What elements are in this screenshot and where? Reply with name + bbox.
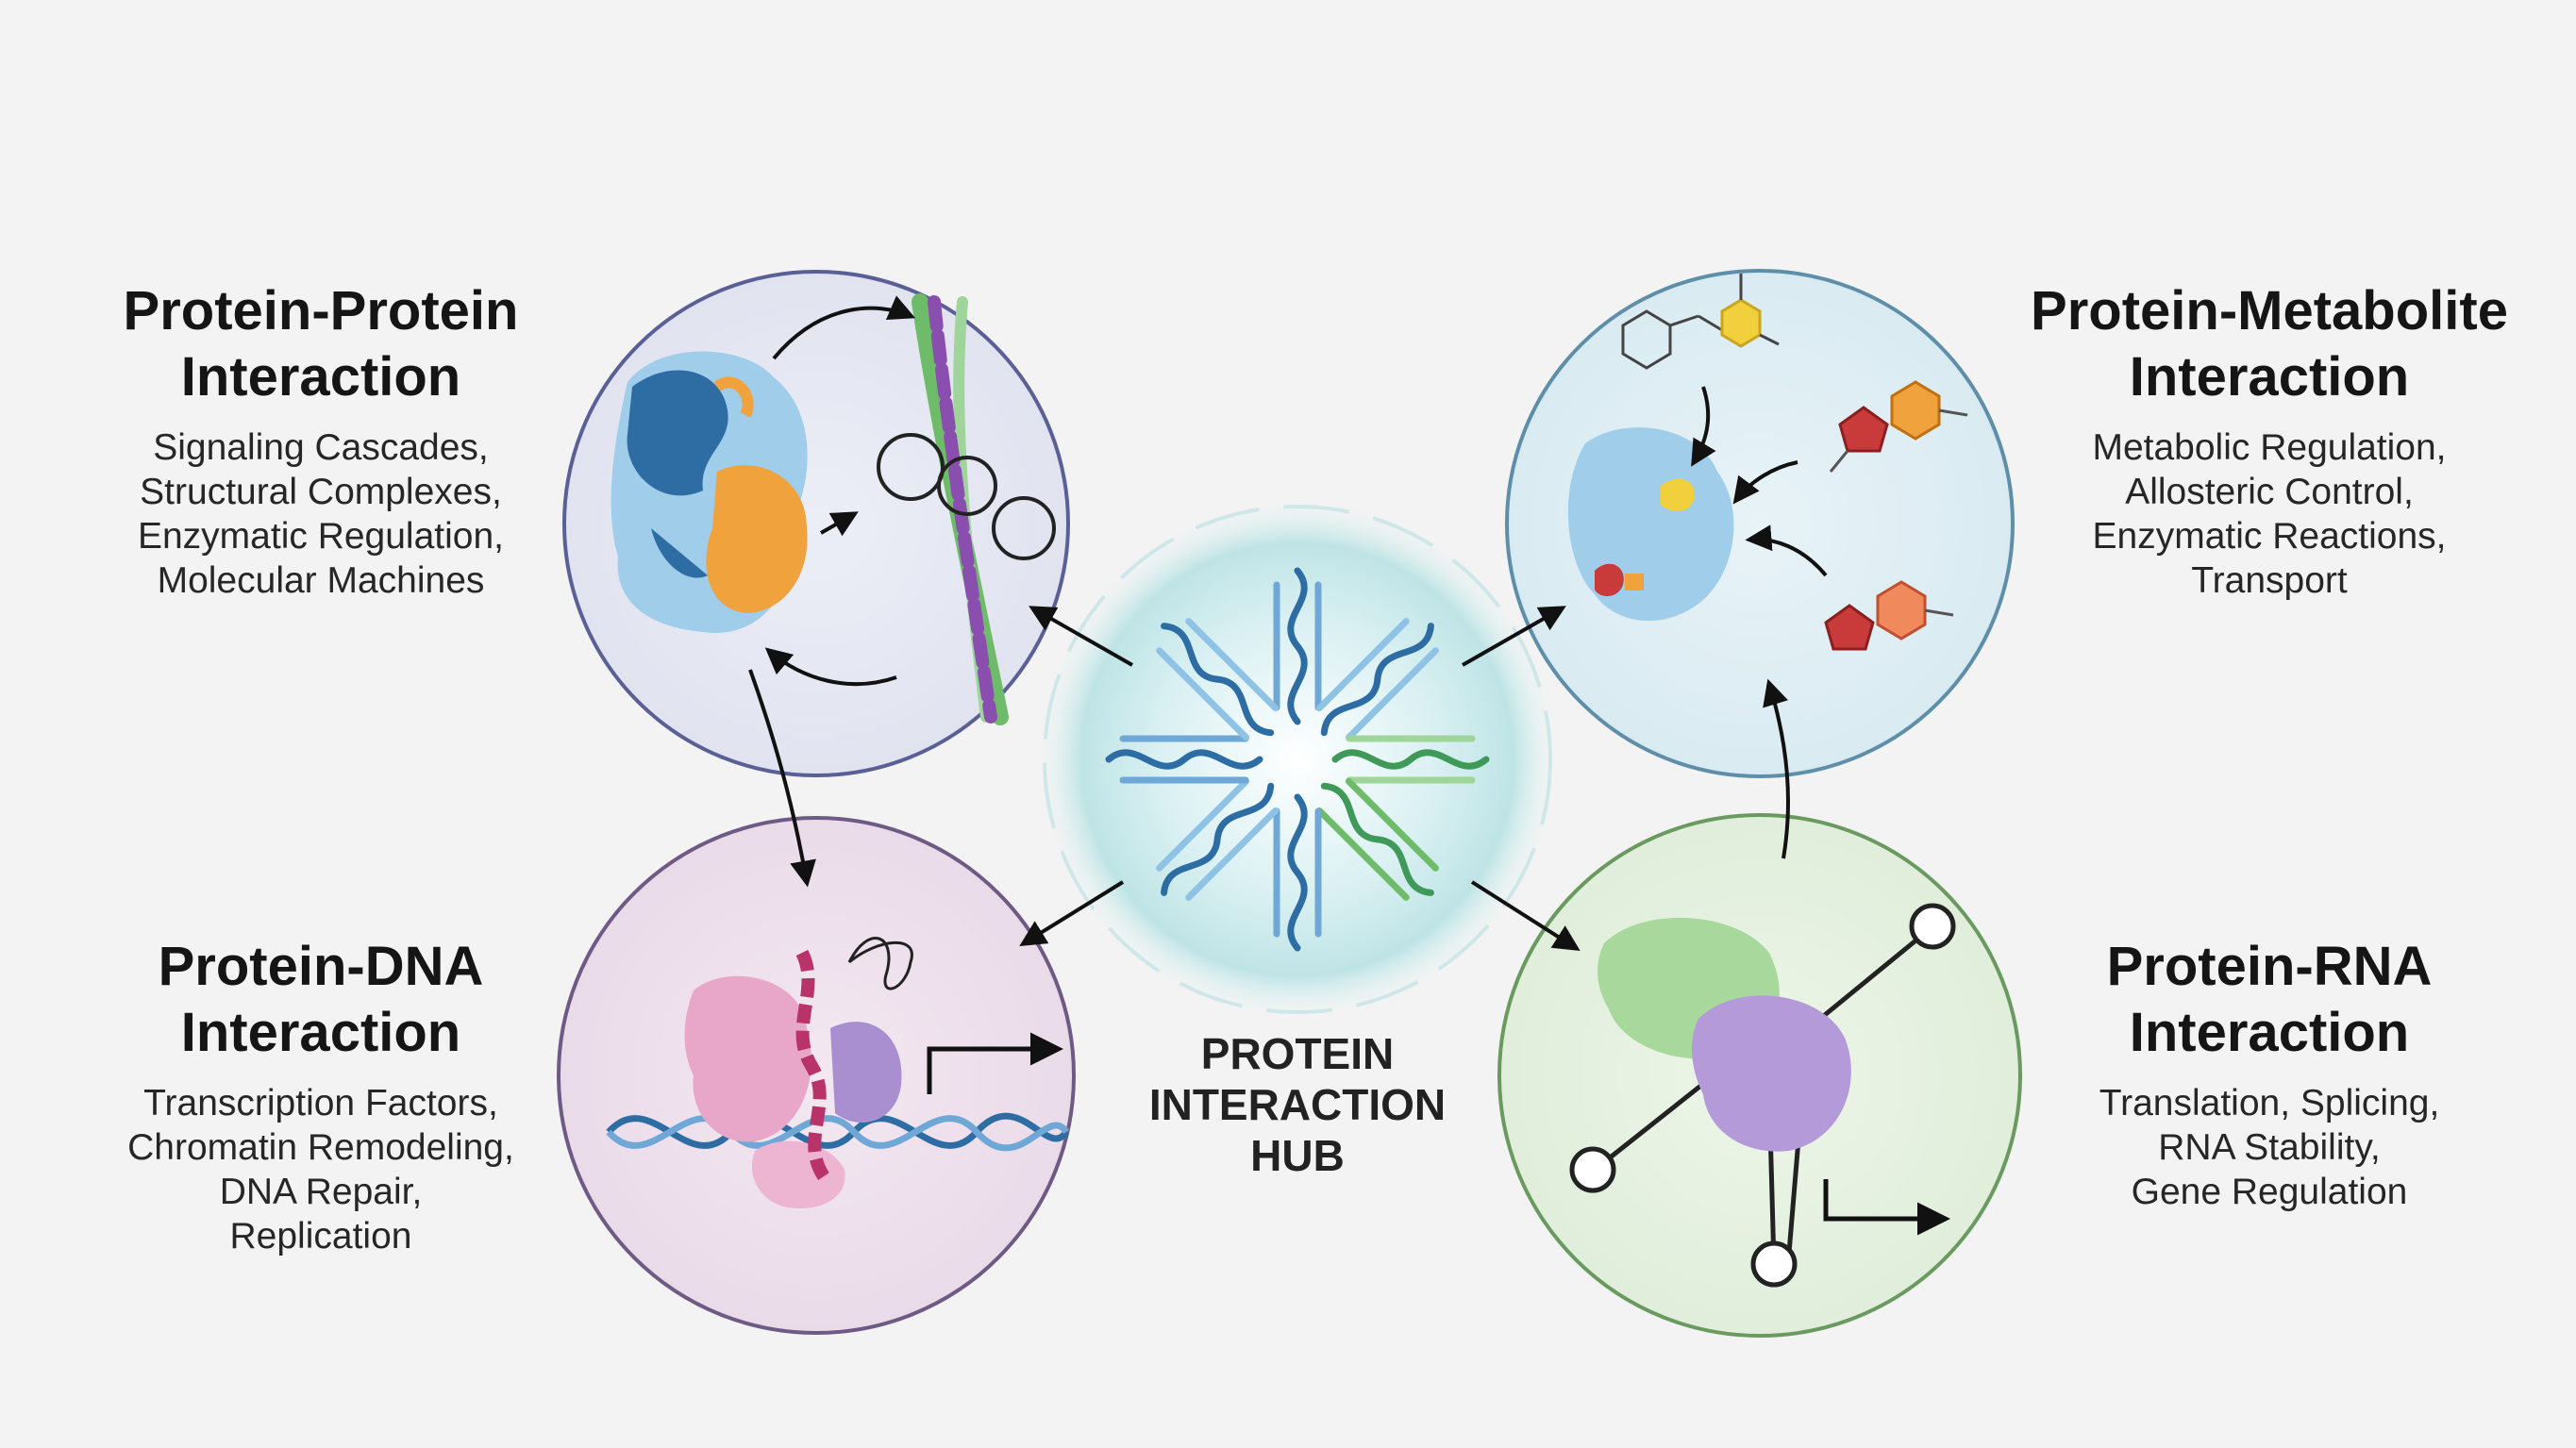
protein-rna-title: Protein-RNA Interaction [2106, 936, 2433, 1063]
protein-dna-label: Protein-DNA Interaction Transcription Fa… [75, 934, 566, 1258]
arrow-protein-rna-to-protein-metabolite [1763, 678, 1790, 859]
metabolite-arrow-1 [1691, 386, 1716, 467]
protein-hub-icon [1105, 567, 1490, 952]
protein-protein-illustration [611, 293, 1056, 725]
enzyme-icon [1567, 427, 1734, 622]
cycle-arrow-mid [820, 511, 859, 537]
protein-metabolite-illustration [1567, 274, 1968, 651]
arrow-hub-to-protein-rna [1470, 880, 1581, 952]
protein-dna-description: Transcription Factors, Chromatin Remodel… [127, 1083, 514, 1257]
protein-protein-label: Protein-Protein Interaction Signaling Ca… [75, 278, 566, 603]
arrow-hub-to-protein-dna [1019, 880, 1125, 946]
protein-protein-description: Signaling Cascades, Structural Complexes… [137, 427, 505, 601]
cycle-arrow-top [772, 295, 916, 360]
protein-rna-description: Translation, Splicing, RNA Stability, Ge… [2099, 1083, 2440, 1212]
arrow-protein-protein-to-protein-dna [748, 669, 816, 888]
transcription-start-arrow [927, 1032, 1063, 1094]
protein-metabolite-circle [1505, 269, 2015, 778]
protein-dna-circle [557, 816, 1076, 1335]
filament-icon [877, 293, 1056, 725]
dna-helix-icon [606, 1112, 1069, 1152]
translation-arrow [1823, 1179, 1950, 1236]
protein-rna-illustration [1569, 903, 1956, 1288]
protein-complex-icon [611, 351, 808, 633]
protein-metabolite-label: Protein-Metabolite Interaction Metabolic… [2005, 278, 2534, 603]
hub-halo [1043, 505, 1552, 1014]
protein-dna-title: Protein-DNA Interaction [158, 936, 484, 1063]
cycle-arrow-bottom [764, 647, 897, 687]
protein-dna-illustration [606, 937, 1069, 1208]
metabolite-arrow-2 [1732, 460, 1798, 505]
arrow-hub-to-protein-protein [1029, 606, 1133, 667]
nucleotide-icon-1 [1829, 380, 1968, 473]
transcription-factor-icon [684, 937, 913, 1208]
hub-ring [1043, 505, 1552, 1014]
hub-node [1043, 505, 1552, 1014]
hub-label: PROTEIN INTERACTION HUB [1148, 1029, 1447, 1180]
metabolite-arrow-3 [1745, 524, 1828, 577]
metabolite-molecule-icon [1621, 274, 1780, 370]
protein-metabolite-description: Metabolic Regulation, Allosteric Control… [2092, 427, 2447, 601]
protein-protein-title: Protein-Protein Interaction [123, 280, 519, 408]
protein-rna-label: Protein-RNA Interaction Translation, Spl… [2029, 934, 2510, 1214]
arrow-hub-to-protein-metabolite [1462, 606, 1566, 667]
protein-metabolite-title: Protein-Metabolite Interaction [2031, 280, 2508, 408]
nucleotide-icon-2 [1824, 580, 1954, 651]
rna-binding-protein-icon [1597, 917, 1851, 1152]
